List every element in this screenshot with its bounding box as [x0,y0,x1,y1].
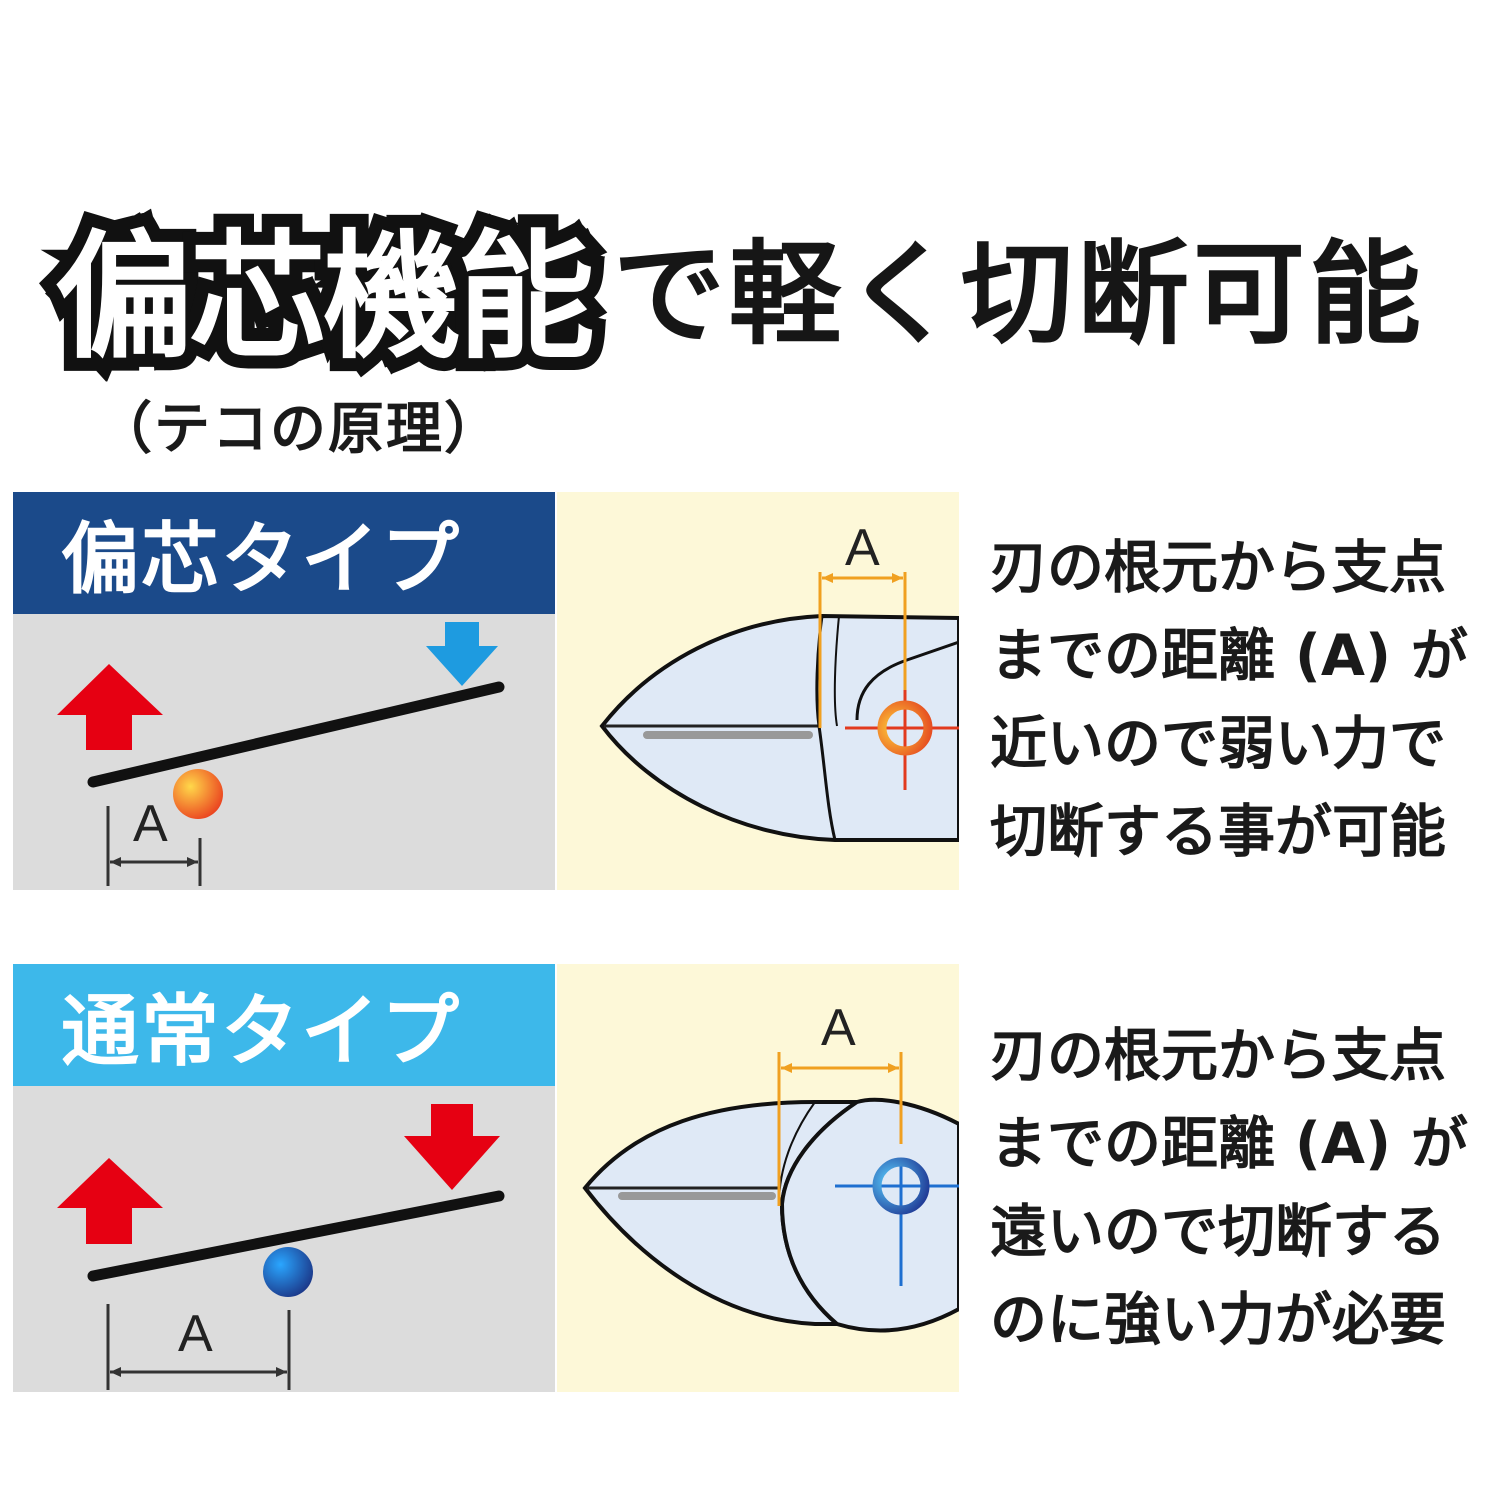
normal-lever-diagram [57,1104,505,1390]
fulcrum-ball-icon [263,1247,313,1297]
description-line: 刃の根元から支点 [990,535,1446,601]
eccentric-pliers-diagram [599,572,959,842]
pliers-distance-label: A [845,519,880,577]
down-arrow-icon [404,1104,500,1190]
pivot-crosshair-icon [835,1157,959,1286]
normal-description: 刃の根元から支点 までの距離 (A) が 遠いので切断する のに強い力が必要 [990,1012,1495,1364]
description-line: までの距離 (A) が [990,1111,1468,1177]
headline-bold: 偏芯機能 [42,204,608,391]
eccentric-description: 刃の根元から支点 までの距離 (A) が 近いので弱い力で 切断する事が可能 [990,524,1495,876]
headline-rest: で軽く切断可能 [613,230,1426,360]
normal-pliers-panel: A [557,964,959,1392]
eccentric-lever-diagram [57,622,505,886]
lever-distance-label: A [133,795,168,853]
up-arrow-icon [57,1158,163,1244]
description-line: 切断する事が可能 [990,799,1446,865]
lever-bar [87,681,505,788]
lever-bar [87,1190,505,1282]
eccentric-type-header: 偏芯タイプ [13,492,555,614]
fulcrum-ball-icon [173,769,223,819]
description-line: 近いので弱い力で [990,711,1446,777]
headline: 偏芯機能 で軽く切断可能 [42,204,1426,391]
normal-lever-panel: A [13,1086,555,1392]
normal-pliers-diagram [582,1052,959,1333]
normal-type-header: 通常タイプ [13,964,555,1086]
down-arrow-icon [426,622,498,686]
subtitle: （テコの原理） [96,397,502,462]
description-line: 遠いので切断する [990,1199,1446,1265]
lever-distance-label: A [178,1305,213,1363]
description-line: までの距離 (A) が [990,623,1468,689]
up-arrow-icon [57,664,163,750]
eccentric-lever-panel: A [13,614,555,890]
eccentric-pliers-panel: A [557,492,959,890]
description-line: のに強い力が必要 [990,1287,1446,1353]
pliers-distance-label: A [821,999,856,1057]
pivot-crosshair-icon [845,690,959,790]
description-line: 刃の根元から支点 [990,1023,1446,1089]
